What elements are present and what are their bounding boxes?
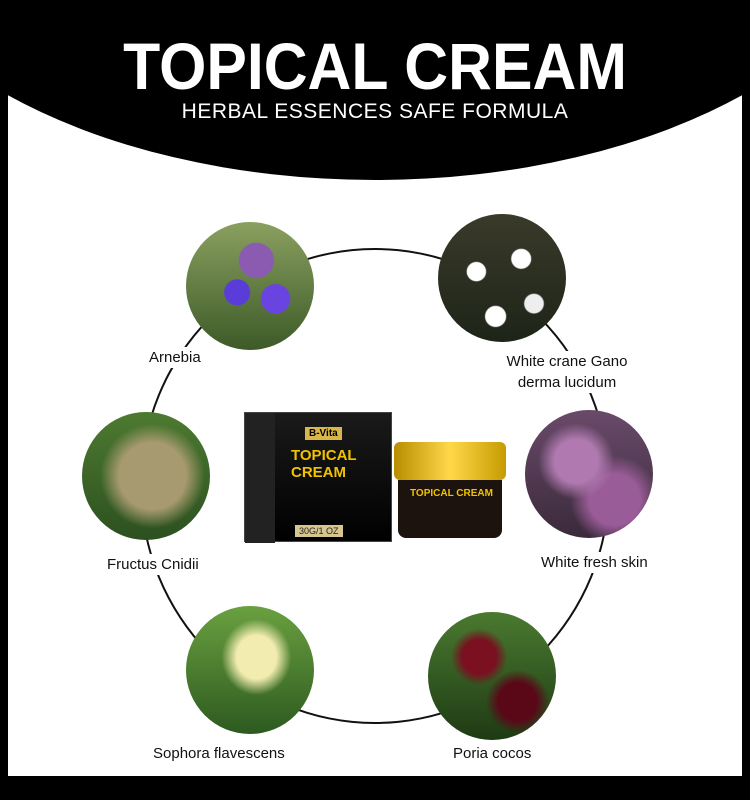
ingredient-label: White fresh skin	[538, 552, 651, 573]
ingredient-label: White crane Gano derma lucidum	[502, 351, 632, 393]
ingredient-label: Sophora flavescens	[150, 743, 288, 764]
arnebia-image	[186, 222, 314, 350]
white-fresh-skin-image	[525, 410, 653, 538]
product-box: B-Vita TOPICAL CREAM 30G/1 OZ	[244, 412, 392, 543]
product-image: B-Vita TOPICAL CREAM 30G/1 OZ TOPICAL CR…	[244, 412, 524, 543]
jar-title: TOPICAL CREAM	[410, 488, 493, 499]
poria-cocos-image	[428, 612, 556, 740]
white-crane-image	[438, 214, 566, 342]
ingredient-label: Arnebia	[146, 347, 204, 368]
fructus-cnidii-image	[82, 412, 210, 540]
product-jar: TOPICAL CREAM	[394, 442, 506, 538]
page-title: TOPICAL CREAM	[123, 29, 627, 103]
box-weight: 30G/1 OZ	[295, 525, 343, 537]
ingredient-label: Poria cocos	[450, 743, 535, 764]
ingredient-label: Fructus Cnidii	[104, 554, 202, 575]
brand-logo: B-Vita	[305, 427, 342, 440]
ad-canvas: TOPICAL CREAM HERBAL ESSENCES SAFE FORMU…	[8, 0, 742, 776]
sophora-flavescens-image	[186, 606, 314, 734]
box-title: TOPICAL CREAM	[291, 447, 357, 481]
page-subtitle: HERBAL ESSENCES SAFE FORMULA	[181, 100, 569, 123]
